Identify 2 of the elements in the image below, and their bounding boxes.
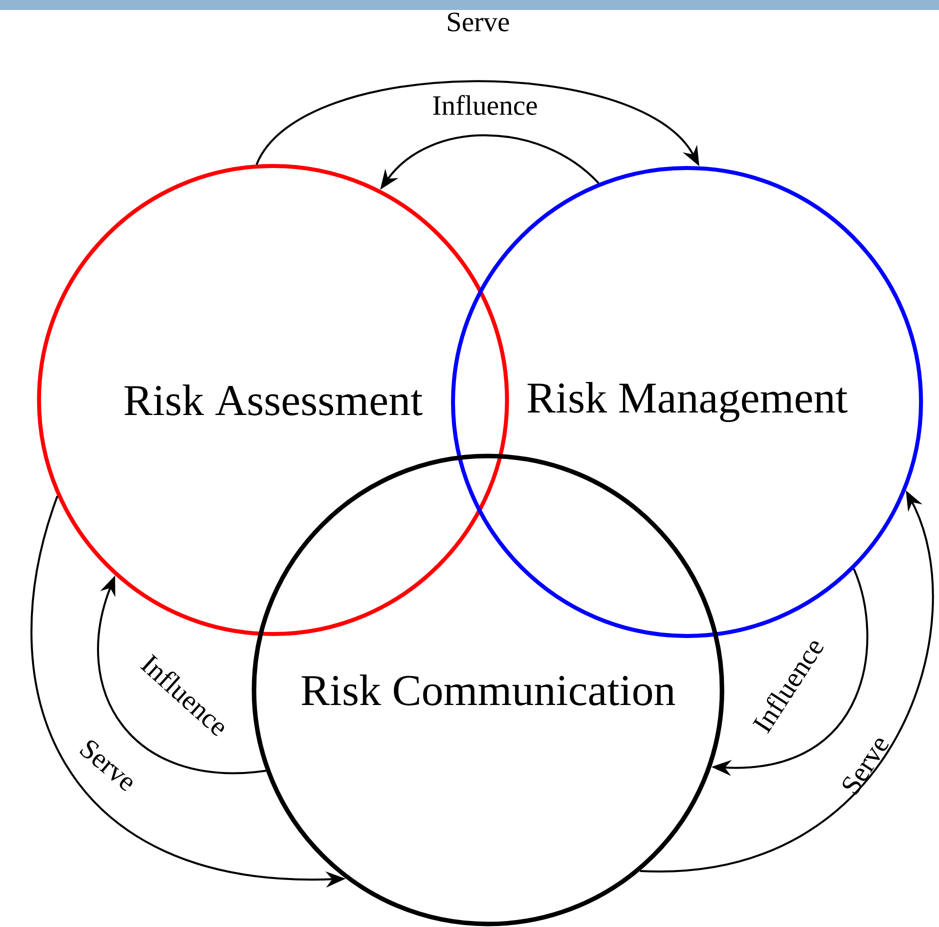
edge-label: Influence [433, 95, 537, 115]
edge-label: Serve [448, 12, 509, 32]
